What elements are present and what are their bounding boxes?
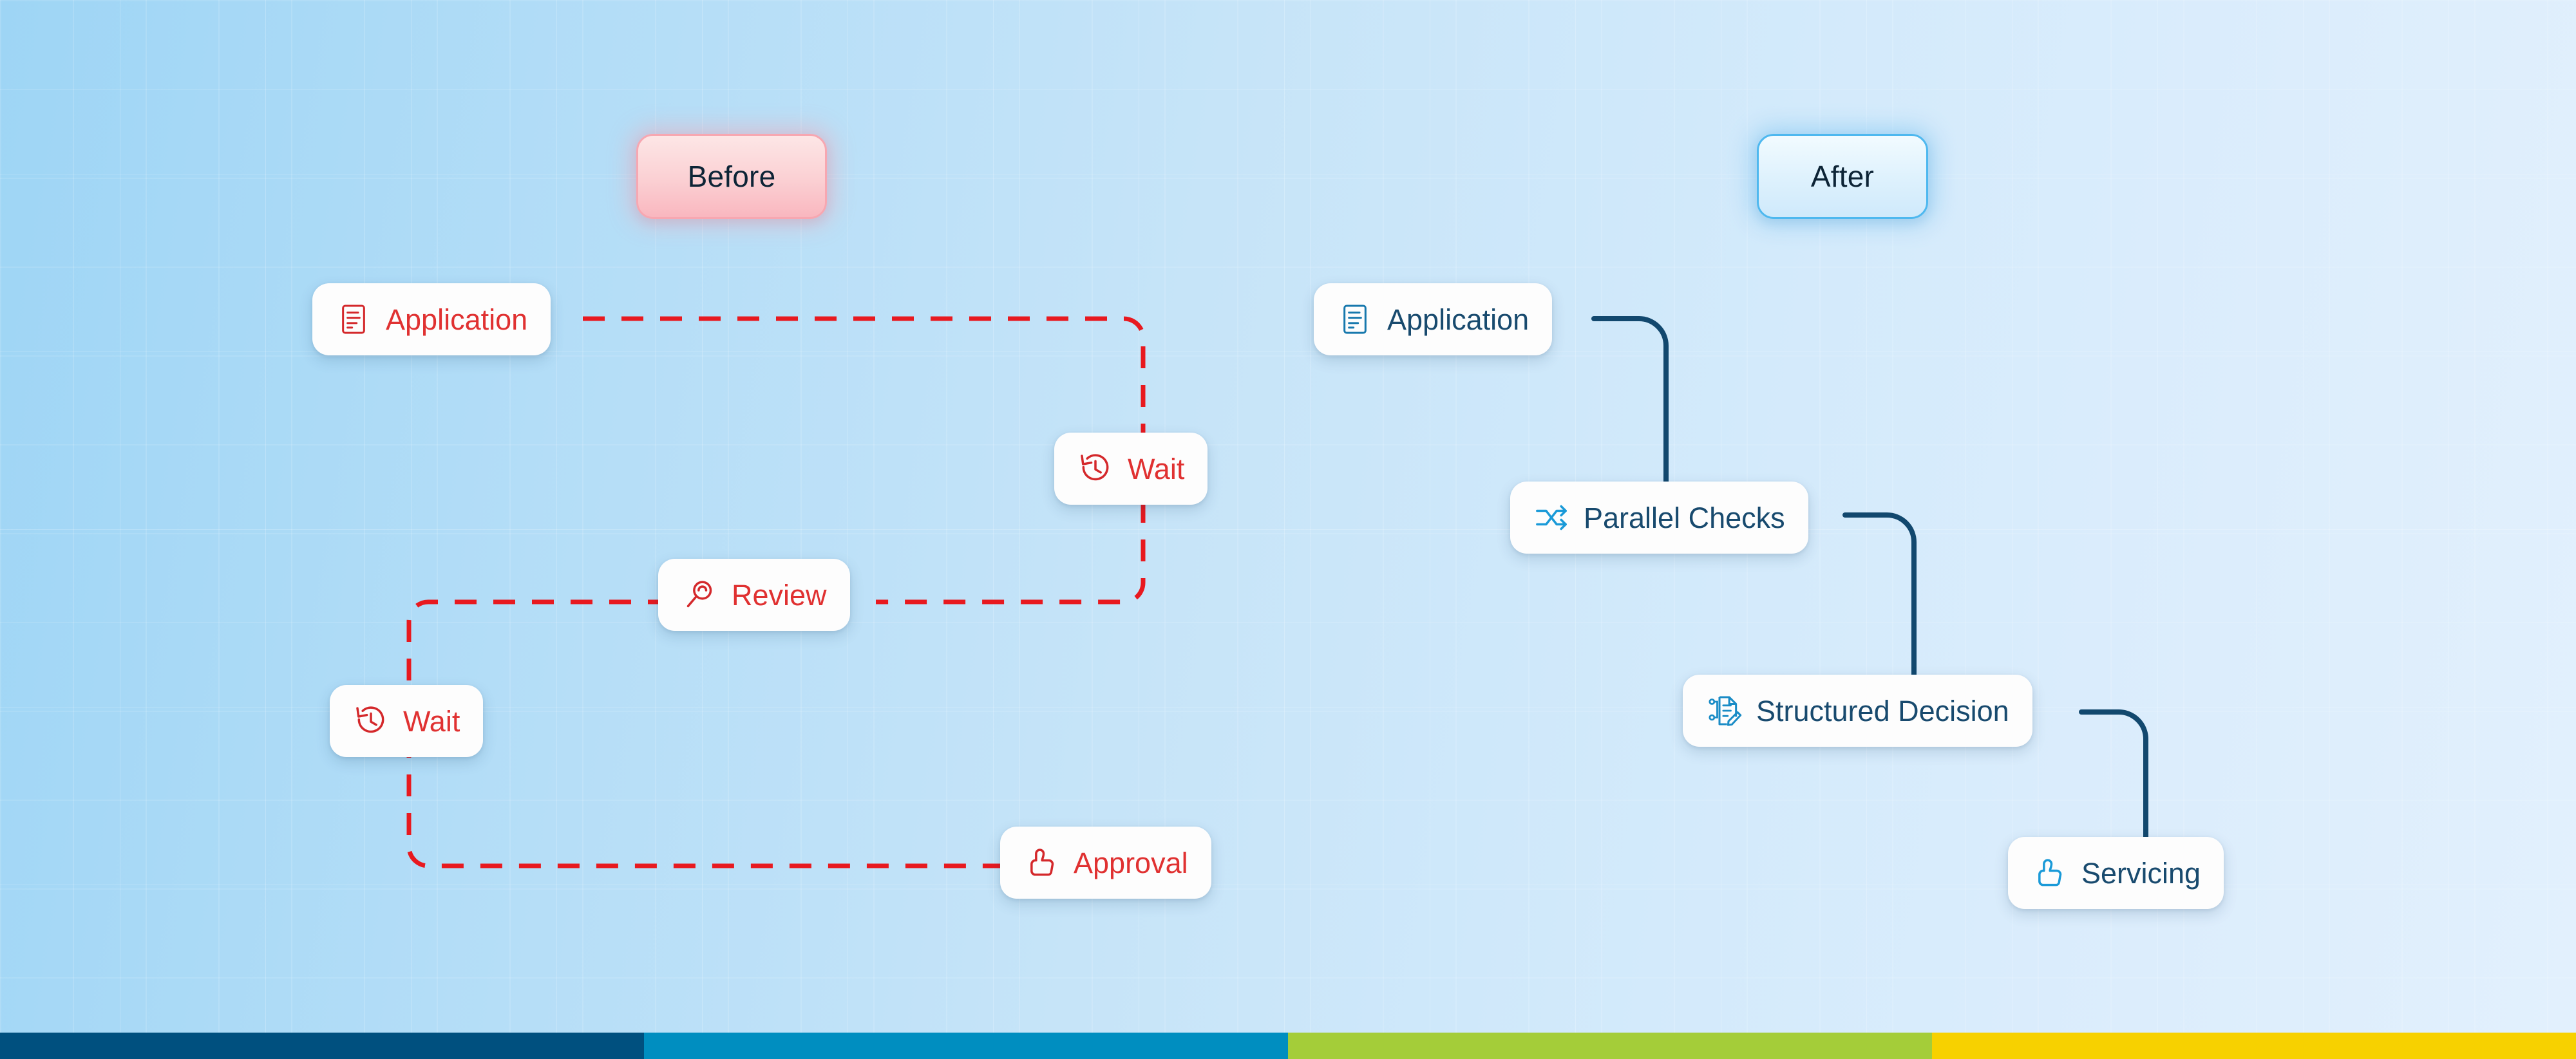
node-label: Servicing [2081,856,2201,890]
node-before-wait-2[interactable]: Wait [330,685,484,757]
badge-before-label: Before [687,160,776,193]
edge-application-to-parallel [1591,316,1669,521]
node-before-application[interactable]: Application [312,283,551,355]
node-label: Wait [403,704,460,738]
document-lines-icon [336,301,372,337]
magnifier-icon [681,577,717,613]
segment-yellow [1932,1033,2576,1059]
badge-before: Before [636,134,827,219]
edge-parallel-to-decision [1842,512,1917,677]
clock-rotate-left-icon [353,703,389,739]
node-label: Review [732,578,827,612]
node-after-parallel-checks[interactable]: Parallel Checks [1510,482,1808,554]
thumbs-up-icon [1023,845,1059,881]
node-label: Structured Decision [1756,694,2009,727]
node-after-application[interactable]: Application [1314,283,1553,355]
thumbs-up-icon [2031,855,2067,891]
segment-navy [0,1033,644,1059]
node-label: Application [1387,303,1530,336]
segment-teal [644,1033,1288,1059]
badge-after-label: After [1810,160,1875,193]
clock-rotate-left-icon [1077,451,1113,487]
document-pencil-circuit-icon [1706,693,1742,729]
node-after-structured-decision[interactable]: Structured Decision [1683,675,2032,747]
node-label: Approval [1074,846,1188,879]
node-before-wait-1[interactable]: Wait [1054,433,1208,505]
shuffle-arrows-icon [1533,500,1569,536]
node-after-servicing[interactable]: Servicing [2008,837,2224,909]
node-label: Parallel Checks [1584,501,1785,534]
edge-application-to-wait1 [583,316,1146,604]
node-before-approval[interactable]: Approval [1000,827,1211,899]
badge-after: After [1757,134,1928,219]
edge-decision-to-servicing [2079,709,2148,839]
document-lines-icon [1337,301,1373,337]
bottom-color-bar [0,1033,2576,1059]
edge-review-to-wait2 [406,599,1005,868]
node-before-review[interactable]: Review [658,559,850,631]
segment-green [1288,1033,1932,1059]
node-label: Application [386,303,528,336]
node-label: Wait [1128,452,1185,485]
